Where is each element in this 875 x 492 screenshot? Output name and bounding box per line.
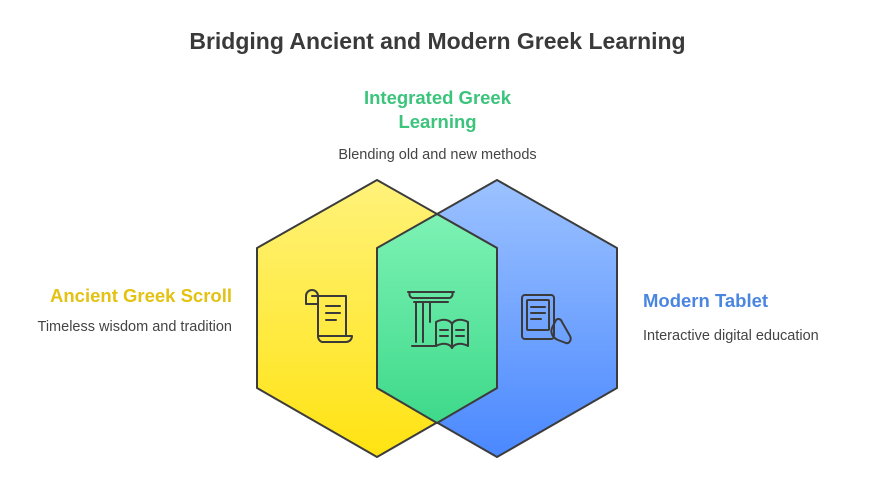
column-book-icon [407, 291, 469, 349]
integrated-heading: Integrated Greek Learning [363, 87, 512, 132]
modern-heading: Modern Tablet [643, 290, 769, 311]
ancient-heading: Ancient Greek Scroll [50, 285, 232, 306]
integrated-description: Blending old and new methods [338, 147, 537, 163]
tablet-icon [521, 294, 572, 345]
modern-description: Interactive digital education [643, 328, 819, 344]
diagram-title: Bridging Ancient and Modern Greek Learni… [189, 28, 686, 54]
scroll-icon [305, 289, 353, 343]
ancient-description: Timeless wisdom and tradition [37, 319, 232, 335]
integrated-overlap-hexagon [376, 213, 498, 424]
